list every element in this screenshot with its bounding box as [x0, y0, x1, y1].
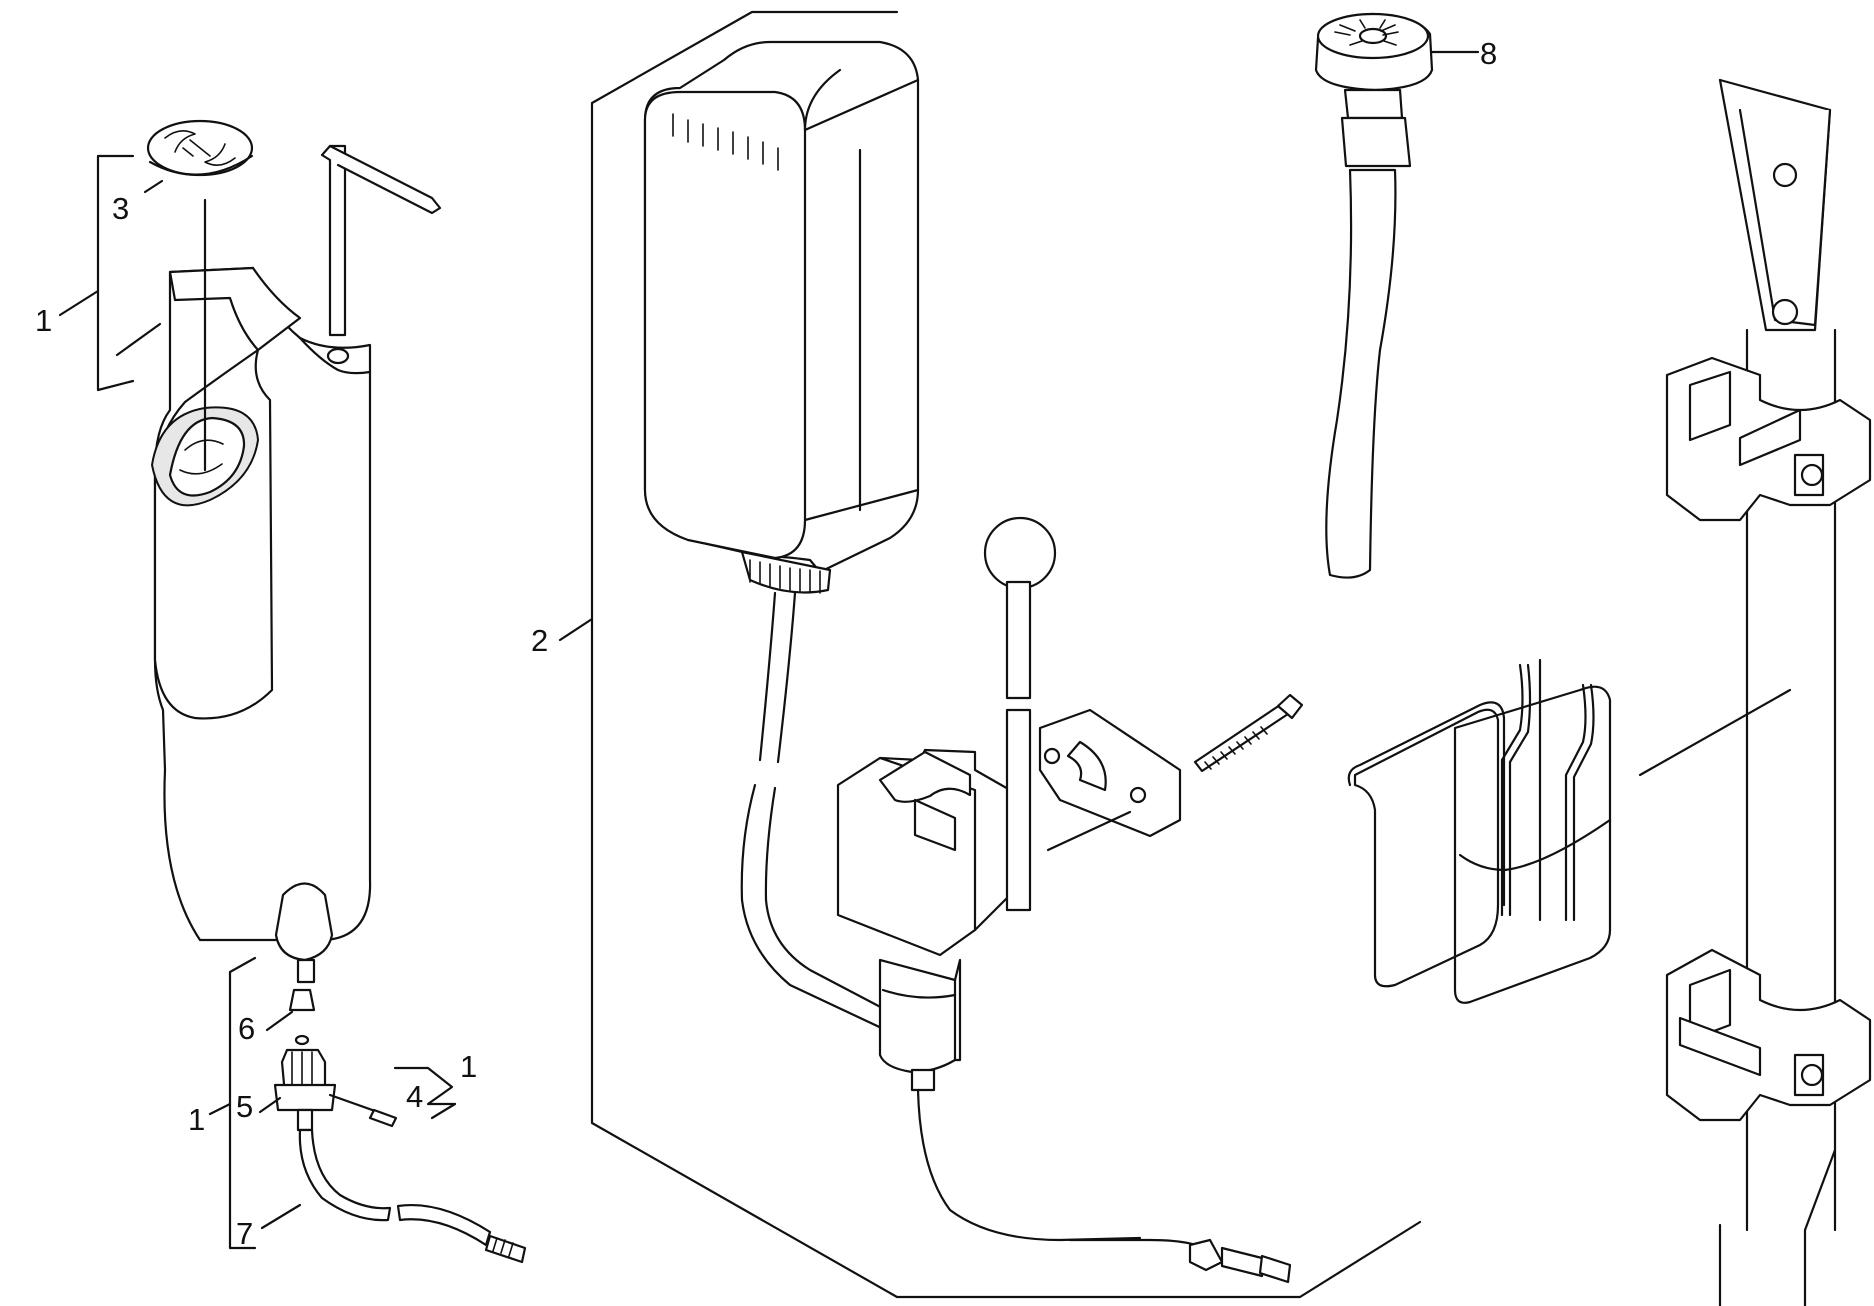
callout-1-top: 1 [35, 303, 52, 338]
dipstick-8[interactable] [1314, 12, 1480, 579]
mast-pole [1718, 78, 1837, 1306]
callout-6: 6 [238, 1011, 255, 1046]
callout-5: 5 [236, 1089, 253, 1124]
outlet-nozzle[interactable] [1188, 1238, 1292, 1284]
callout-7: 7 [236, 1216, 253, 1251]
mounting-clamp-upper[interactable] [1665, 356, 1872, 522]
group-bracket-1-lower [208, 956, 302, 1250]
pin-4[interactable] [328, 1066, 457, 1128]
callout-4: 4 [406, 1079, 423, 1114]
filler-cap-3[interactable] [143, 119, 254, 194]
group-bracket-2 [558, 10, 1422, 1299]
group-bracket-1-top [58, 154, 162, 392]
screw[interactable] [1193, 693, 1304, 773]
wire-basket[interactable] [1347, 658, 1792, 1004]
callout-2: 2 [531, 623, 548, 658]
clamp-block[interactable] [1038, 708, 1182, 852]
tube-container-to-pump [740, 591, 892, 1034]
container-2[interactable] [643, 40, 920, 594]
callout-labels: 1 3 6 5 1 4 1 7 2 8 [35, 36, 1497, 1251]
sleeve-6[interactable] [265, 988, 316, 1046]
pump-assembly[interactable] [836, 748, 1217, 1257]
lever-handle[interactable] [983, 516, 1057, 912]
tank-1[interactable] [150, 144, 442, 984]
valve-5[interactable] [258, 1048, 337, 1132]
mounting-clamp-lower[interactable] [1665, 948, 1872, 1122]
callout-3: 3 [112, 191, 129, 226]
callout-1-lower-left: 1 [188, 1102, 205, 1137]
hose-7[interactable] [298, 1128, 527, 1264]
callout-1-lower-right: 1 [460, 1049, 477, 1084]
callout-8: 8 [1480, 36, 1497, 71]
